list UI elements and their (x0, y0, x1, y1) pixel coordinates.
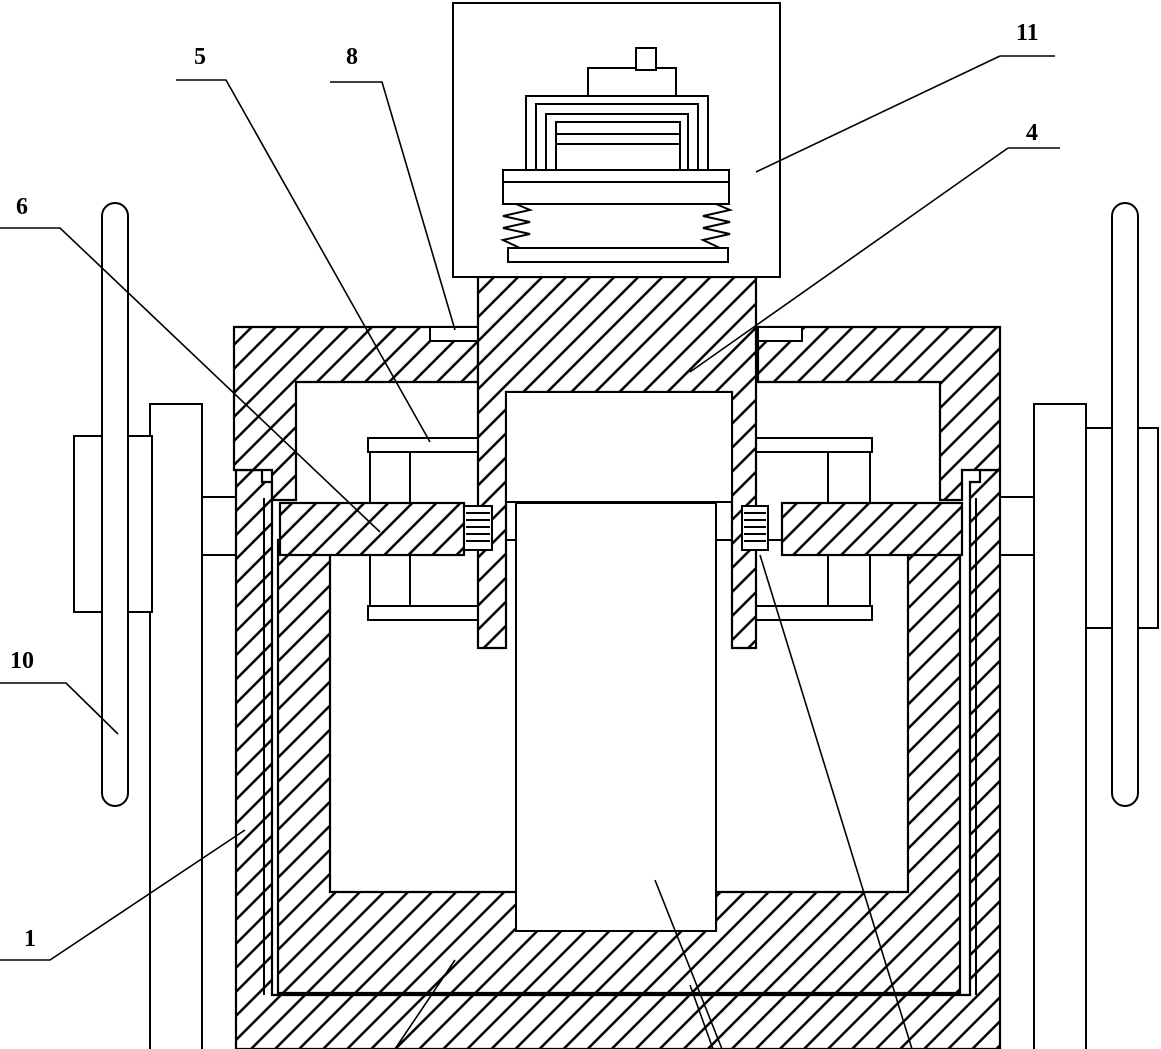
coil-left (463, 505, 493, 551)
leader-lines (0, 55, 1060, 1049)
leader-lower-left (394, 959, 456, 1049)
housing-gap-line (263, 498, 977, 995)
outer-shell-wall (234, 468, 1002, 1049)
top-unit-core (555, 121, 681, 171)
left-support-post (149, 403, 203, 1049)
left-wheel (101, 202, 129, 807)
coil-right (741, 505, 769, 551)
leader-coil (759, 554, 913, 1049)
label-11: 11 (1016, 20, 1039, 46)
bearing-right-bottom-flange (747, 605, 873, 621)
bearing-left-top-flange (367, 437, 493, 453)
top-cover (232, 325, 1002, 502)
leader-base (689, 984, 714, 1049)
top-unit-base-plate (502, 169, 730, 205)
label-10: 10 (10, 648, 34, 674)
leader-5 (176, 79, 431, 443)
top-unit-lower-plate (507, 247, 729, 263)
shaft-bore (505, 391, 733, 503)
outer-housing (234, 468, 1002, 1049)
part-labels: 11 4 8 5 6 10 1 (10, 20, 1039, 952)
label-4: 4 (1026, 120, 1038, 146)
top-unit-box (452, 2, 781, 278)
left-axle (201, 496, 237, 556)
spring-left-icon (499, 203, 534, 249)
right-support-post (1033, 403, 1087, 1049)
label-6: 6 (16, 194, 28, 220)
leader-11 (755, 55, 1055, 173)
bearing-right-top-flange (747, 437, 873, 453)
label-5: 5 (194, 44, 206, 70)
bearing-left-bottom-flange (367, 605, 493, 621)
right-wheel (1111, 202, 1139, 807)
leader-10 (0, 682, 119, 735)
right-axle (999, 496, 1035, 556)
leader-4 (689, 147, 1060, 373)
spring-right-icon (699, 203, 734, 249)
label-1: 1 (24, 926, 36, 952)
right-support-assembly (999, 202, 1159, 1049)
top-unit-knob-base (587, 67, 677, 97)
top-cover-left (232, 325, 480, 502)
plate-left (278, 501, 466, 557)
cover-notch-right (757, 326, 803, 342)
label-8: 8 (346, 44, 358, 70)
top-unit-knob (635, 47, 657, 71)
leader-8 (330, 81, 456, 331)
top-cover-right (756, 325, 1002, 502)
plate-right (780, 501, 964, 557)
leader-1 (0, 829, 246, 961)
leader-6 (0, 227, 381, 533)
leader-core (654, 879, 723, 1049)
left-support-assembly (73, 202, 237, 1049)
core-block (515, 502, 717, 932)
